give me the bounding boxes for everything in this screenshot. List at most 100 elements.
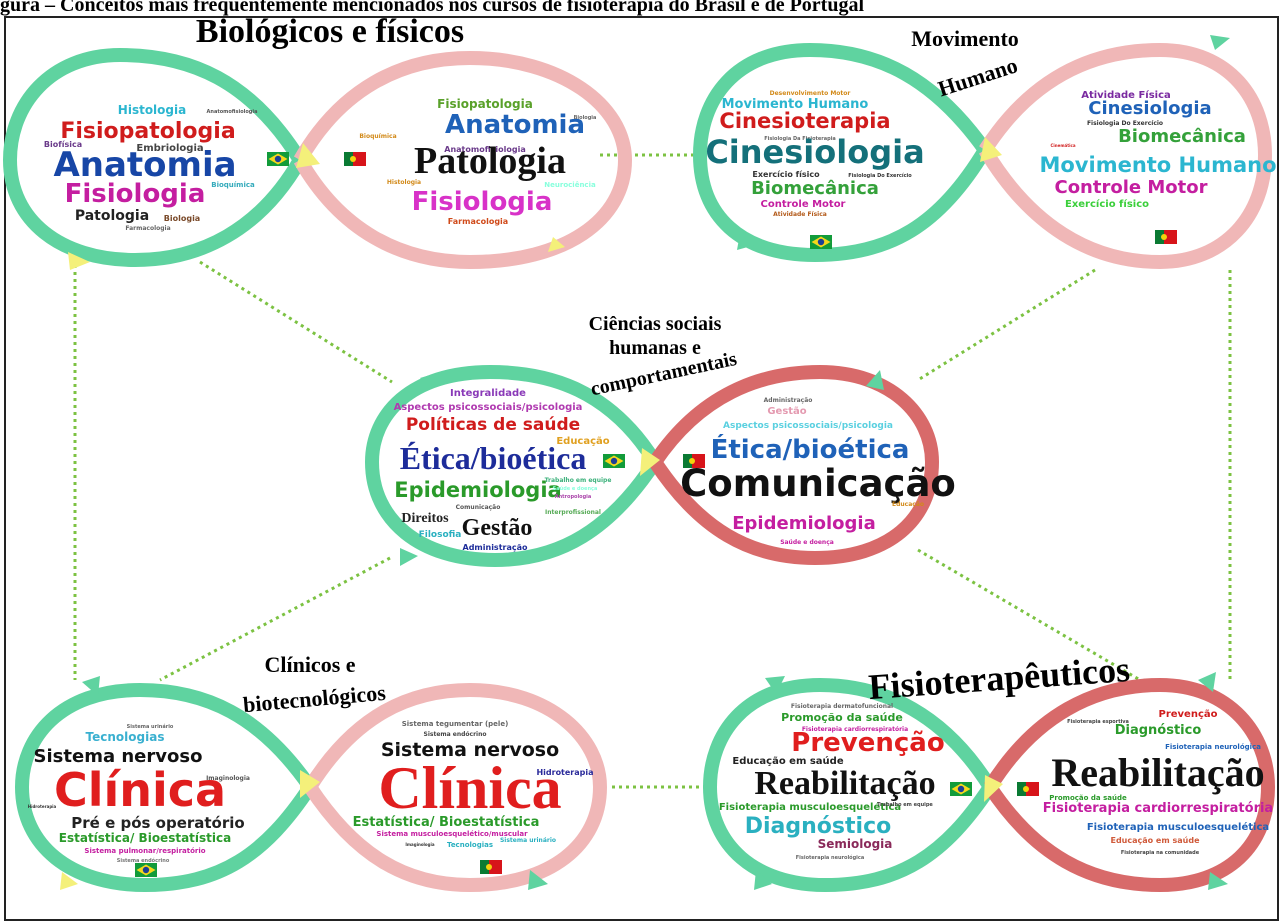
word: Fisioterapia cardiorrespiratória xyxy=(1043,801,1273,816)
arrowhead xyxy=(420,372,440,388)
word-cloud-brazil: Tecnologias Sistema urinário Sistema ner… xyxy=(28,723,250,864)
figure-caption: gura – Conceitos mais frequentemente men… xyxy=(0,0,865,16)
word: Fisiologia xyxy=(65,179,206,209)
word: Administração xyxy=(764,397,813,404)
word: Interprofissional xyxy=(545,509,601,516)
word: Educação em saúde xyxy=(732,755,843,767)
word: Fisioterapia esportiva xyxy=(1067,719,1129,725)
word: Fisioterapia neurológica xyxy=(1165,743,1261,751)
word: Filosofia xyxy=(419,530,462,540)
loop-brazil xyxy=(2,47,307,268)
word: Integralidade xyxy=(450,388,526,399)
flag-portugal xyxy=(1017,782,1039,796)
cluster-title: Humano xyxy=(935,52,1021,101)
cluster-fisioterapeuticos: Fisioterapêuticos Fisioterapia dermatofu… xyxy=(702,649,1276,893)
word: Educação em saúde xyxy=(1110,836,1200,845)
word-cloud-brazil: Histologia Anatomofisiologia Fisiopatolo… xyxy=(44,103,258,232)
arrowhead xyxy=(737,233,755,250)
word: Ética/bioética xyxy=(400,440,587,476)
word: Epidemiologia xyxy=(394,478,561,502)
word: Diagnóstico xyxy=(745,814,891,839)
cluster-title: Movimento xyxy=(911,26,1019,51)
loop-portugal xyxy=(293,50,633,270)
word: Histologia xyxy=(387,179,421,186)
cluster-title: Biológicos e físicos xyxy=(196,13,464,50)
word: Saúde e doença xyxy=(553,485,598,492)
cluster-title: biotecnológicos xyxy=(242,680,387,717)
word: Bioquímica xyxy=(211,181,255,189)
arrowhead xyxy=(1208,872,1228,890)
word: Fisioterapia dermatofuncional xyxy=(791,703,893,710)
word: Sistema urinário xyxy=(127,723,174,730)
word: Sistema endócrino xyxy=(117,857,170,864)
word: Tecnologias xyxy=(86,730,165,744)
connector-soc-cli xyxy=(159,556,391,682)
arrowhead xyxy=(296,143,320,168)
arrowhead xyxy=(754,870,772,890)
word: Políticas de saúde xyxy=(406,415,580,435)
word: Sistema nervoso xyxy=(34,746,203,767)
word: Neurociência xyxy=(544,181,596,189)
word: Embriologia xyxy=(136,143,203,154)
arrowhead xyxy=(1210,35,1230,50)
word: Anatomofisiologia xyxy=(207,109,258,115)
word: Farmacologia xyxy=(448,217,508,226)
word: Fisioterapia na comunidade xyxy=(1121,850,1200,856)
word: Clínica xyxy=(378,755,561,821)
word: Exercício físico xyxy=(1065,198,1149,210)
word: Fisiologia xyxy=(412,187,553,217)
word: Estatística/ Bioestatística xyxy=(59,831,231,845)
word: Estatística/ Bioestatística xyxy=(353,815,540,830)
loop-portugal xyxy=(978,42,1273,270)
word: Sistema musculoesquelético/muscular xyxy=(376,830,528,838)
flag-portugal xyxy=(480,860,502,874)
arrowhead xyxy=(68,252,90,270)
word: Ética/bioética xyxy=(711,433,910,465)
loop-portugal xyxy=(649,364,940,566)
word: Sistema tegumentar (pele) xyxy=(402,720,509,728)
arrowhead xyxy=(300,770,320,798)
word: Farmacologia xyxy=(125,225,170,232)
word: Histologia xyxy=(118,103,186,117)
word: Exercício físico xyxy=(752,170,820,179)
cluster-title: humanas e xyxy=(609,337,701,359)
word: Educação xyxy=(892,501,924,508)
loop-brazil xyxy=(364,364,661,568)
arrowhead xyxy=(548,237,565,252)
arrowhead xyxy=(400,548,418,566)
word: Biologia xyxy=(574,115,597,121)
word: Gestão xyxy=(462,515,533,541)
loop-portugal xyxy=(304,682,608,893)
flag-brazil xyxy=(950,782,972,796)
word: Atividade Física xyxy=(1081,89,1171,101)
word: Diagnóstico xyxy=(1115,723,1202,738)
word: Sistema pulmonar/respiratório xyxy=(84,847,205,855)
word-cloud-brazil: Integralidade Aspectos psicossociais/psi… xyxy=(394,388,612,552)
word: Aspectos psicossociais/psicologia xyxy=(723,421,893,431)
word: Fisiologia Da Fisioterapia xyxy=(764,136,836,142)
loop-portugal xyxy=(984,677,1276,893)
flag-portugal xyxy=(344,152,366,166)
word: Controle Motor xyxy=(1054,177,1207,198)
word: Anatomia xyxy=(445,110,585,140)
word: Direitos xyxy=(401,511,449,526)
word: Comunicação xyxy=(456,504,501,511)
word: Movimento Humano xyxy=(1039,153,1276,177)
word: Biologia xyxy=(164,214,200,223)
word: Trabalho em equipe xyxy=(877,802,933,808)
flag-portugal xyxy=(1155,230,1177,244)
arrowhead xyxy=(82,676,100,696)
word: Imaginologia xyxy=(405,842,435,847)
word: Saúde e doença xyxy=(780,539,834,546)
cluster-movimento: Movimento Humano Desenvolvimento Motor M… xyxy=(692,26,1277,270)
word: Administração xyxy=(463,543,529,552)
word: Biofísica xyxy=(44,140,82,149)
word: Cinesiologia xyxy=(1088,98,1211,119)
word: Comunicação xyxy=(680,462,956,505)
word: Pré e pós operatório xyxy=(71,814,244,832)
word-cloud-portugal: Fisiopatologia Anatomia Biologia Bioquím… xyxy=(359,97,596,226)
arrowhead xyxy=(984,775,1003,802)
figure-frame xyxy=(4,16,1279,921)
word: Controle Motor xyxy=(760,199,845,210)
arrowhead xyxy=(866,370,884,390)
